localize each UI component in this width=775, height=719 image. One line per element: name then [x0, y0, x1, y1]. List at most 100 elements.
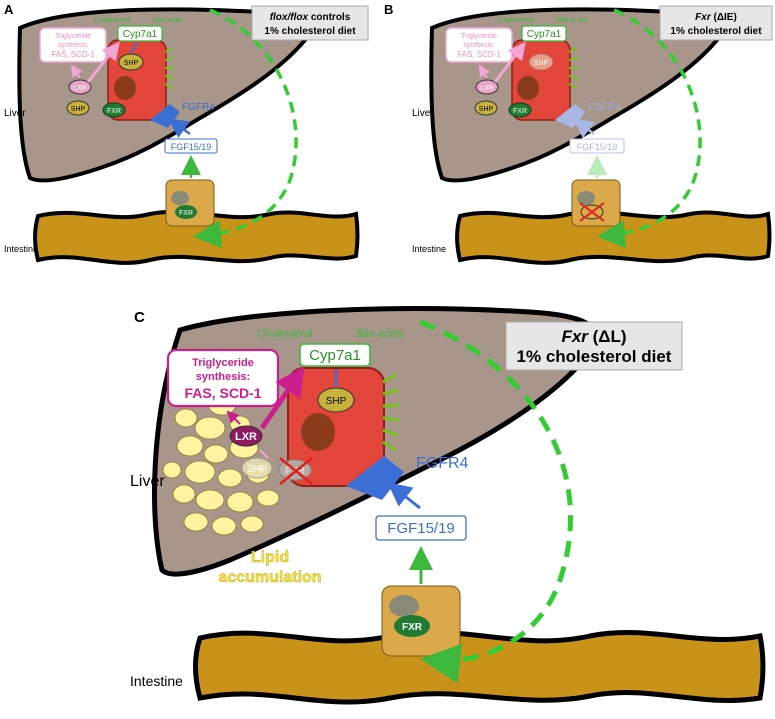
panel-b-fgf-arrow — [573, 117, 595, 139]
panel-a-enterocyte-nucleus — [171, 191, 189, 205]
panel-b-shp-label: SHP — [534, 60, 549, 67]
panel-a: A Cyp7a1 Cholesterol Bile acids SHP LXR … — [4, 2, 369, 265]
panel-a-letter: A — [4, 2, 14, 17]
panel-a-shp-hepatocyte — [118, 53, 144, 71]
panel-c-shp-hepatocyte — [317, 387, 355, 413]
panel-b-lxr-to-cyp — [493, 41, 526, 83]
panel-b-condition-box — [659, 5, 773, 41]
panel-c: C Cyp7a1 Cholesterol Bile acids SHP — [130, 306, 766, 705]
panel-b-diet: 1% cholesterol diet — [670, 26, 762, 37]
panel-b-cyp7a1: Cyp7a1 — [527, 29, 562, 40]
panel-b-cholesterol: Cholesterol — [498, 17, 534, 24]
panel-b-condition: Fxr (ΔIE) — [695, 12, 737, 23]
panel-c-tg-2: synthesis: — [196, 371, 250, 383]
panel-a-lxr-to-cyp — [86, 41, 120, 83]
panel-b-tg-1: Triglyceride — [461, 33, 497, 40]
panel-c-cyp7a1-box — [299, 343, 371, 367]
panel-c-bile-canaliculus — [382, 373, 401, 452]
panel-c-lxr-label: LXR — [235, 431, 257, 443]
panel-a-intestine-label: Intestine — [4, 244, 38, 254]
panel-b-fgfr4: FGFR4 — [588, 102, 621, 113]
panel-b-tg-3: FAS, SCD-1 — [457, 50, 501, 59]
panel-a-bile-canaliculus — [164, 47, 175, 89]
panel-c-shp-to-lxr — [259, 449, 269, 459]
panel-c-lipid-1: Lipid — [251, 549, 289, 566]
panel-a-tg-1: Triglyceride — [55, 33, 91, 40]
panel-c-fgf-arrow — [387, 482, 421, 510]
panel-a-shp-left — [66, 100, 90, 116]
panel-c-fgf-box — [375, 515, 467, 541]
panel-a-condition: flox/flox controls — [270, 12, 351, 23]
panel-a-enterocyte-fxr — [175, 205, 197, 219]
panel-a-enterocyte — [165, 179, 215, 227]
panel-c-bile-circulation — [419, 319, 573, 684]
panel-a-fgfr4: FGFR4 — [182, 102, 215, 113]
panel-a-lxr — [68, 79, 92, 95]
panel-a-tg-3: FAS, SCD-1 — [51, 50, 95, 59]
panel-b-lxr-to-tg — [478, 64, 491, 79]
panel-b-fxr-label: FXR — [513, 108, 527, 115]
panel-c-deletion-cross-icon — [279, 457, 313, 485]
panel-b-fgf: FGF15/19 — [577, 142, 618, 152]
panel-c-shp-left-label: SHP — [247, 464, 268, 475]
panel-c-lxr — [229, 425, 263, 447]
panel-a-shp-label: SHP — [124, 60, 139, 67]
panel-b-letter: B — [384, 2, 393, 17]
panel-b-shp-left — [474, 100, 498, 116]
panel-a-shp-inhibition — [130, 42, 138, 54]
panel-c-tg-3: FAS, SCD-1 — [184, 385, 261, 401]
panel-c-liver-label: Liver — [130, 473, 165, 490]
panel-b-shp-hepatocyte — [528, 53, 554, 71]
panel-c-cholesterol: Cholesterol — [257, 328, 313, 340]
panel-c-cyp7a1: Cyp7a1 — [309, 347, 361, 364]
panel-a-fxr-label: FXR — [107, 108, 121, 115]
panel-c-lipid-2: accumulation — [218, 569, 321, 586]
panel-a-diet: 1% cholesterol diet — [264, 26, 356, 37]
panel-c-fgf: FGF15/19 — [387, 520, 455, 537]
panel-a-liver-label: Liver — [4, 108, 26, 119]
panel-a-fgf: FGF15/19 — [171, 142, 212, 152]
panel-a-lxr-to-tg — [70, 64, 83, 79]
panel-b-deletion-cross-icon — [579, 202, 605, 222]
panel-a-fgf-box — [164, 138, 218, 154]
panel-c-nucleus — [301, 413, 335, 451]
panel-b-fxr — [508, 102, 532, 118]
panel-a-nucleus — [114, 76, 136, 100]
panel-c-condition-box — [505, 321, 683, 371]
panel-a-shp-left-label: SHP — [71, 106, 86, 113]
panel-a-cyp7a1: Cyp7a1 — [123, 29, 158, 40]
panel-b-liver-label: Liver — [412, 108, 434, 119]
panel-a-fgf-arrow — [167, 118, 191, 138]
panel-c-diet: 1% cholesterol diet — [517, 347, 672, 366]
panel-c-intestine — [193, 629, 766, 705]
panel-c-enterocyte-nucleus — [389, 595, 419, 617]
panel-a-cholesterol: Cholesterol — [94, 17, 130, 24]
panel-b-bile-canaliculus — [568, 47, 579, 89]
panel-b-tg-2: synthesis: — [463, 42, 494, 49]
panel-c-bile-acids: Bile acids — [356, 328, 404, 340]
panel-b-shp-left-label: SHP — [479, 106, 494, 113]
panel-c-lxr-to-cyp — [259, 365, 305, 430]
panel-b-enterocyte-nucleus — [577, 191, 595, 205]
panel-c-hepatocyte — [287, 367, 385, 487]
panel-a-enterocyte-fxr-label: FXR — [179, 210, 193, 217]
panel-b-fgf-box — [569, 138, 625, 154]
panel-b-enterocyte — [571, 179, 621, 227]
panel-a-tg-2: synthesis: — [57, 42, 88, 49]
panel-c-condition: Fxr (ΔL) — [561, 327, 626, 346]
panel-b-bile-circulation — [597, 8, 702, 249]
panel-a-cyp7a1-box — [117, 25, 163, 42]
panel-c-enterocyte-fxr-label: FXR — [402, 622, 423, 633]
panel-c-shp-label: SHP — [326, 396, 347, 407]
panel-b-nucleus — [517, 76, 539, 100]
panel-b: B Cyp7a1 Cholesterol Bile acids SHP LXR … — [384, 2, 773, 265]
panel-b-lxr — [475, 79, 499, 95]
panel-c-intestine-label: Intestine — [130, 673, 183, 689]
panel-a-condition-box — [251, 5, 369, 41]
panel-c-enterocyte-fxr — [394, 615, 430, 637]
panel-b-intestine-label: Intestine — [412, 244, 446, 254]
panel-a-bile-circulation — [193, 8, 298, 249]
panel-b-bile-acids: Bile acids — [557, 17, 587, 24]
panel-a-lxr-label: LXR — [73, 85, 87, 92]
